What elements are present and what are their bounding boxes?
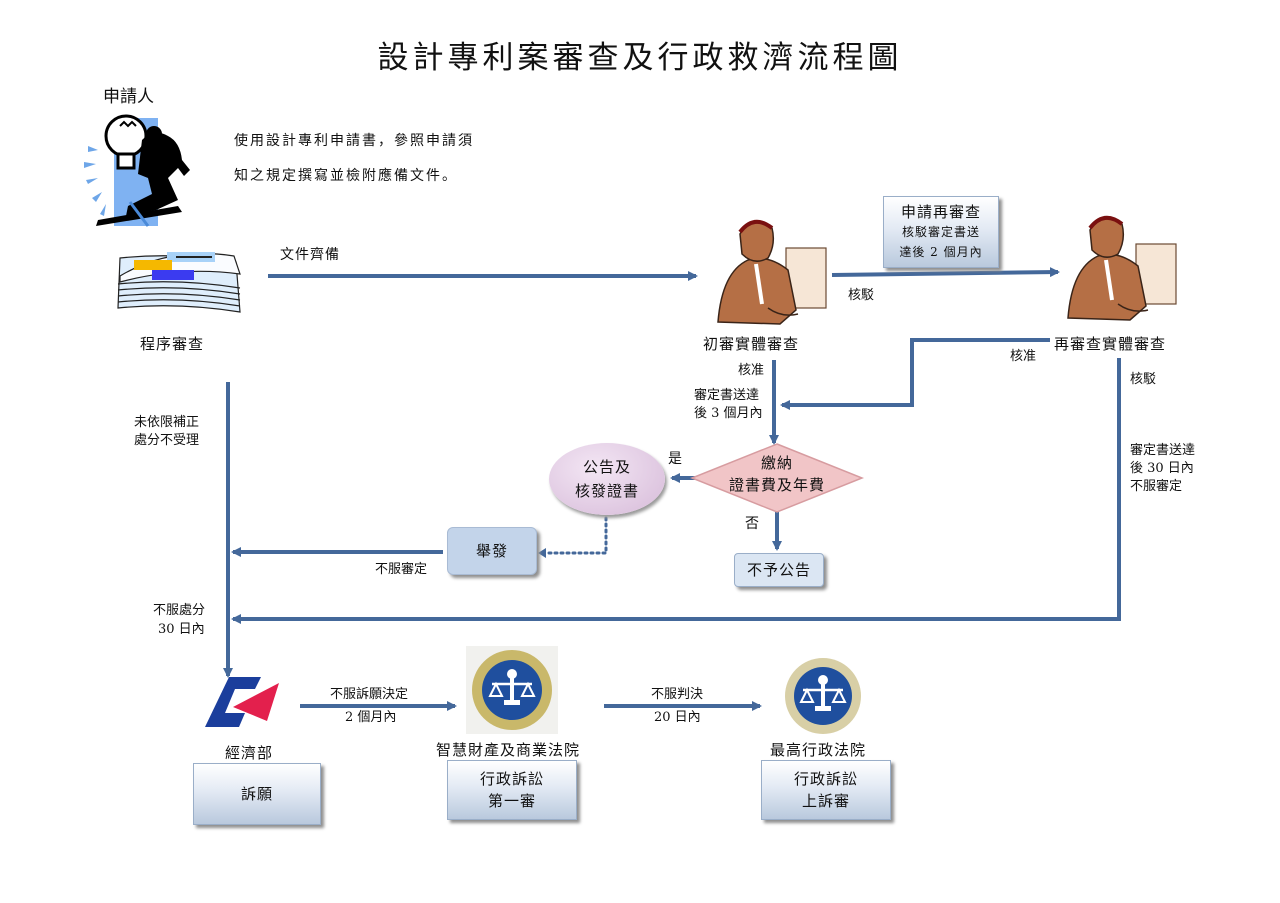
edge-label-disagree-judgment-line2: 20 日內	[654, 710, 701, 725]
appeal-line2: 上訴審	[801, 792, 850, 810]
edge-label-disagree-disposition-line2: 30 日內	[158, 622, 205, 637]
applicant-label: 申請人	[103, 87, 154, 107]
applicant-description-line1: 使用設計專利申請書，參照申請須	[234, 133, 474, 149]
payment-decision-text: 繳納 證書費及年費	[712, 452, 842, 496]
edge-label-approved-1: 核准	[738, 363, 765, 378]
edge-label-deadline-3-months-line1: 審定書送達	[694, 388, 760, 403]
no-announcement-label: 不予公告	[746, 561, 811, 579]
edge-label-disagree-disposition-line1: 不服處分	[153, 603, 206, 618]
moea-logo-icon	[205, 677, 279, 727]
announcement-line1: 公告及	[582, 458, 631, 476]
re-examination-review-label: 再審查實體審查	[1054, 335, 1167, 353]
edge-label-yes: 是	[668, 451, 682, 467]
arrow-rejected-to-reexam	[831, 267, 1060, 278]
edge-label-not-corrected-line1: 未依限補正	[134, 415, 200, 430]
first-instance-line2: 第一審	[487, 792, 536, 810]
petition-label: 訴願	[240, 785, 273, 803]
initial-substantive-review-label: 初審實體審查	[703, 335, 800, 353]
edge-label-approved-2: 核准	[1010, 349, 1037, 364]
invalidation-label: 舉發	[475, 542, 508, 560]
admin-litigation-appeal-box[interactable]: 行政訴訟 上訴審	[761, 760, 891, 820]
document-stack-icon	[117, 252, 241, 313]
edge-label-not-corrected-line2: 處分不受理	[134, 433, 200, 448]
announcement-ellipse[interactable]: 公告及 核發證書	[549, 443, 665, 515]
first-instance-line1: 行政訴訟	[479, 770, 544, 788]
request-reexamination-deadline-line1: 核駁審定書送	[901, 225, 980, 239]
no-announcement-box[interactable]: 不予公告	[734, 553, 824, 587]
request-reexamination-box[interactable]: 申請再審查 核駁審定書送 達後 2 個月內	[883, 196, 999, 268]
edge-label-documents-complete: 文件齊備	[280, 247, 340, 263]
payment-decision-line1: 繳納	[760, 454, 793, 472]
petition-box[interactable]: 訴願	[193, 763, 321, 825]
admin-litigation-first-instance-box[interactable]: 行政訴訟 第一審	[447, 760, 577, 820]
page-title: 設計專利案審查及行政救濟流程圖	[377, 40, 903, 76]
ip-court-label: 智慧財產及商業法院	[436, 741, 581, 759]
applicant-description-line2: 知之規定撰寫並檢附應備文件。	[234, 168, 458, 184]
request-reexamination-deadline-line2: 達後 2 個月內	[899, 245, 983, 259]
arrow-reexam-rejected	[231, 358, 1121, 624]
arrow-reexam-approved	[780, 338, 1050, 410]
edge-label-disagree-judgment-line1: 不服判決	[651, 687, 704, 702]
court-scales-seal-icon	[785, 658, 861, 734]
edge-label-reexam-deadline-line2: 後 30 日內	[1130, 461, 1194, 476]
announcement-line2: 核發證書	[574, 482, 639, 500]
invalidation-box[interactable]: 舉發	[447, 527, 537, 575]
edge-label-rejected-1: 核駁	[848, 288, 875, 303]
edge-label-deadline-3-months-line2: 後 3 個月內	[694, 406, 763, 421]
edge-label-reexam-deadline-line1: 審定書送達	[1130, 443, 1196, 458]
moea-label: 經濟部	[225, 744, 274, 762]
edge-label-reexam-deadline-line3: 不服審定	[1130, 479, 1183, 494]
dotted-announcement-to-invalidation	[546, 516, 608, 555]
appeal-line1: 行政訴訟	[793, 770, 858, 788]
edge-label-disagree-petition-line1: 不服訴願決定	[330, 687, 409, 702]
edge-label-disagree-decision: 不服審定	[375, 562, 428, 577]
procedural-review-label: 程序審查	[140, 335, 205, 353]
request-reexamination-title: 申請再審查	[900, 203, 981, 221]
edge-label-disagree-petition-line2: 2 個月內	[345, 710, 397, 725]
payment-decision-line2: 證書費及年費	[728, 476, 825, 494]
supreme-admin-court-label: 最高行政法院	[770, 741, 867, 759]
payment-decision-diamond	[689, 443, 865, 513]
edge-label-no: 否	[745, 516, 759, 532]
businessman-lightbulb-icon	[84, 114, 190, 227]
court-scales-seal-icon	[466, 646, 558, 734]
examiner-at-computer-icon	[717, 220, 827, 325]
edge-label-rejected-2: 核駁	[1130, 372, 1157, 387]
examiner-at-computer-icon	[1067, 216, 1177, 321]
